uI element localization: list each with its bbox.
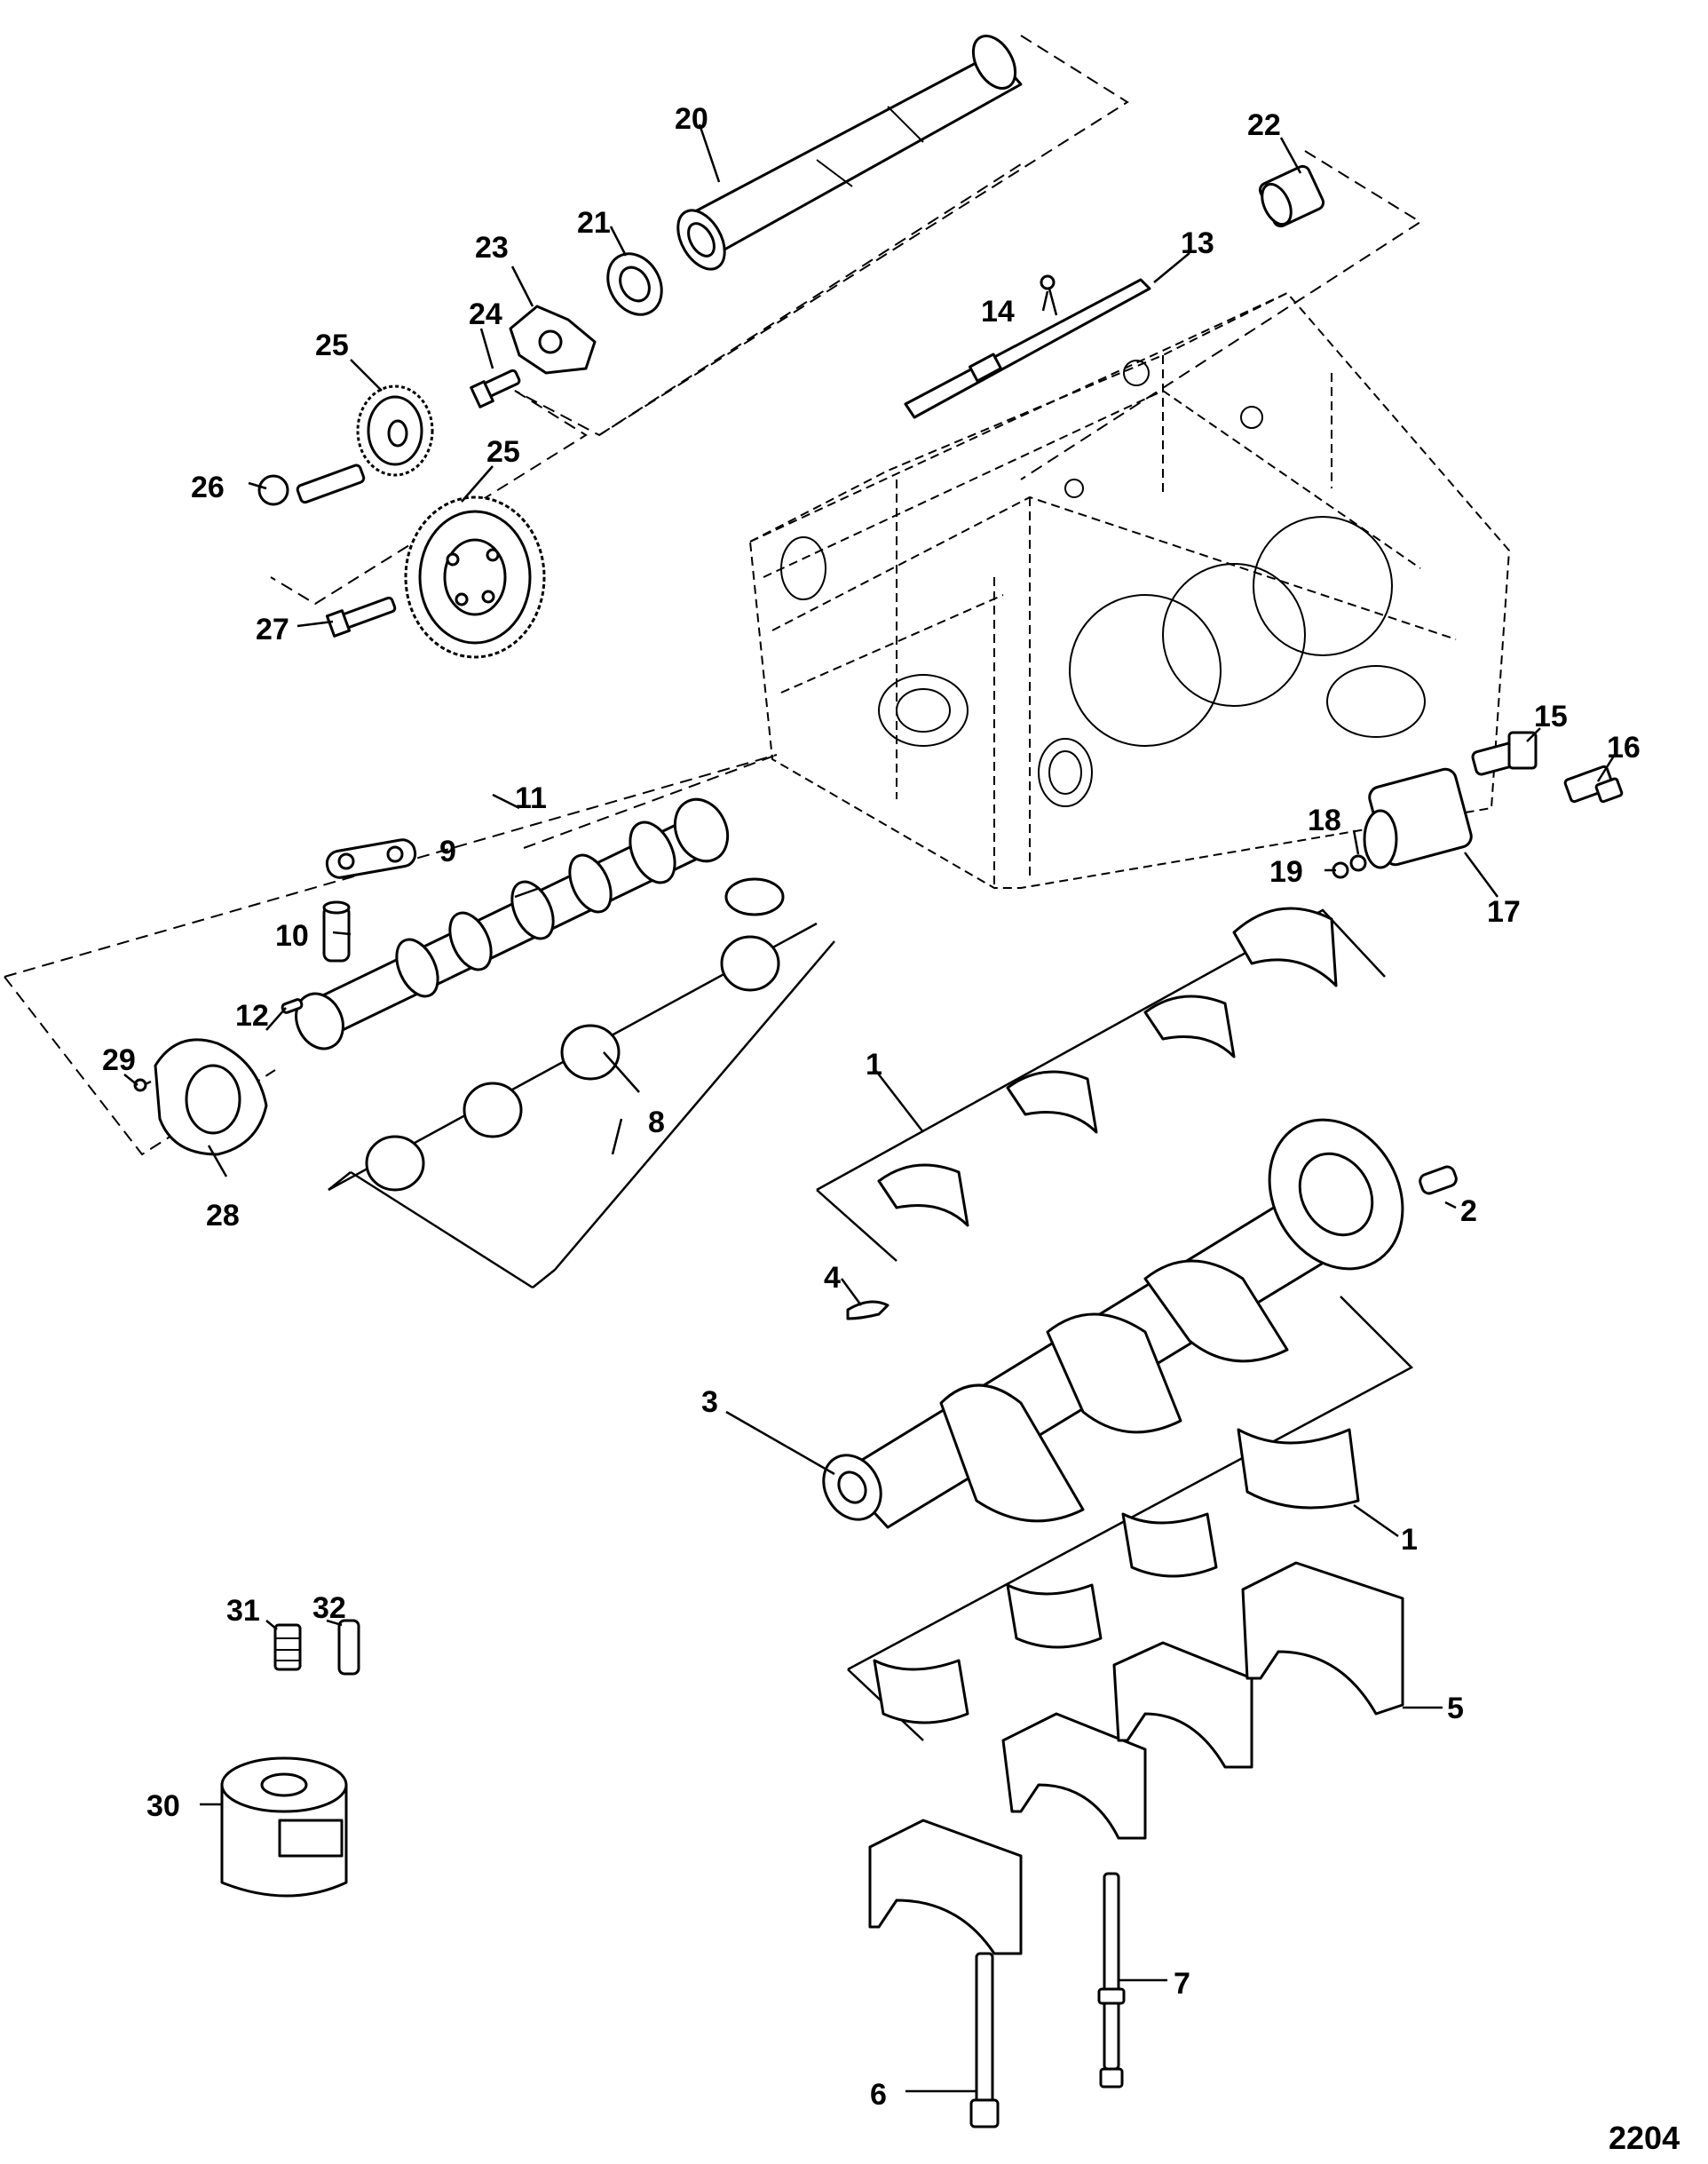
retainer-bolt — [470, 369, 521, 408]
callout-29: 29 — [102, 1043, 136, 1077]
camshaft — [295, 797, 730, 1050]
callout-31: 31 — [226, 1594, 260, 1628]
gear-bolt — [257, 464, 366, 506]
callout-22: 22 — [1247, 108, 1281, 142]
leader-lines — [123, 123, 1617, 2093]
balance-shaft — [676, 35, 1023, 271]
oil-pressure-adapter — [1471, 731, 1538, 776]
callout-30: 30 — [146, 1789, 180, 1823]
callout-17: 17 — [1487, 895, 1521, 929]
callout-1a: 1 — [866, 1048, 882, 1082]
balance-shaft-drive-gear — [356, 384, 434, 477]
figure-number: 2204 — [1609, 2120, 1680, 2156]
oil-filter-nipple — [273, 1623, 302, 1671]
crankshaft — [822, 1118, 1404, 1529]
camshaft-dowel-pin — [281, 998, 304, 1014]
callout-16: 16 — [1607, 731, 1641, 765]
callout-10: 10 — [275, 919, 309, 953]
callout-28: 28 — [206, 1199, 240, 1233]
retainer-screw — [133, 1078, 152, 1092]
callout-5: 5 — [1447, 1692, 1464, 1725]
callout-18: 18 — [1308, 804, 1341, 837]
rail-bolt — [1040, 274, 1058, 316]
adapter-washer — [1349, 854, 1367, 872]
callout-21: 21 — [577, 206, 611, 240]
engine-block — [748, 291, 1511, 889]
oil-filter-bypass-valve — [337, 1619, 360, 1676]
main-bearing-set-lower — [847, 1296, 1414, 1741]
callout-26: 26 — [191, 471, 225, 504]
balance-shaft-retainer — [509, 305, 597, 375]
camshaft-gear — [404, 495, 546, 659]
callout-20: 20 — [675, 102, 708, 136]
oil-pressure-sender — [1563, 765, 1624, 804]
callout-13: 13 — [1181, 226, 1214, 260]
balance-shaft-bearing — [606, 252, 663, 316]
callout-19: 19 — [1269, 855, 1303, 889]
callout-1b: 1 — [1401, 1523, 1418, 1557]
callout-32: 32 — [312, 1591, 346, 1625]
callout-labels: 20 21 22 23 13 14 24 25 26 25 27 15 16 1… — [102, 102, 1641, 2112]
camshaft-bearing-set — [328, 877, 835, 1289]
lifter-guide — [325, 838, 417, 879]
main-bearing-set-upper — [816, 907, 1386, 1262]
callout-15: 15 — [1534, 700, 1568, 733]
callout-25a: 25 — [315, 329, 349, 362]
valley-rail — [904, 278, 1151, 419]
oil-filter — [220, 1756, 348, 1898]
main-cap-bolt — [969, 1952, 1000, 2128]
callout-4: 4 — [824, 1261, 841, 1295]
callout-8: 8 — [648, 1106, 665, 1139]
gear-mounting-bolt — [325, 596, 397, 638]
camshaft-dashed-outline — [4, 754, 778, 1156]
valve-lifter — [322, 900, 351, 963]
callout-12: 12 — [235, 999, 269, 1033]
main-cap-stud — [1097, 1872, 1126, 2089]
main-bearing-cap-set — [868, 1561, 1404, 1955]
callout-3: 3 — [701, 1385, 718, 1419]
callout-27: 27 — [256, 613, 289, 646]
callout-24: 24 — [469, 297, 502, 331]
callout-9: 9 — [439, 835, 456, 868]
needle-bearing — [1258, 164, 1325, 228]
callout-6: 6 — [870, 2078, 887, 2112]
callout-25b: 25 — [486, 435, 520, 469]
camshaft-retainer-plate — [154, 1038, 268, 1156]
callout-2: 2 — [1460, 1194, 1477, 1228]
callout-14: 14 — [981, 295, 1015, 329]
oil-filter-adapter — [1363, 767, 1473, 869]
callout-11: 11 — [515, 781, 547, 815]
callout-7: 7 — [1174, 1967, 1190, 2001]
crankshaft-key — [846, 1300, 890, 1320]
callout-23: 23 — [475, 231, 509, 265]
crankshaft-dowel-pin — [1419, 1165, 1458, 1195]
